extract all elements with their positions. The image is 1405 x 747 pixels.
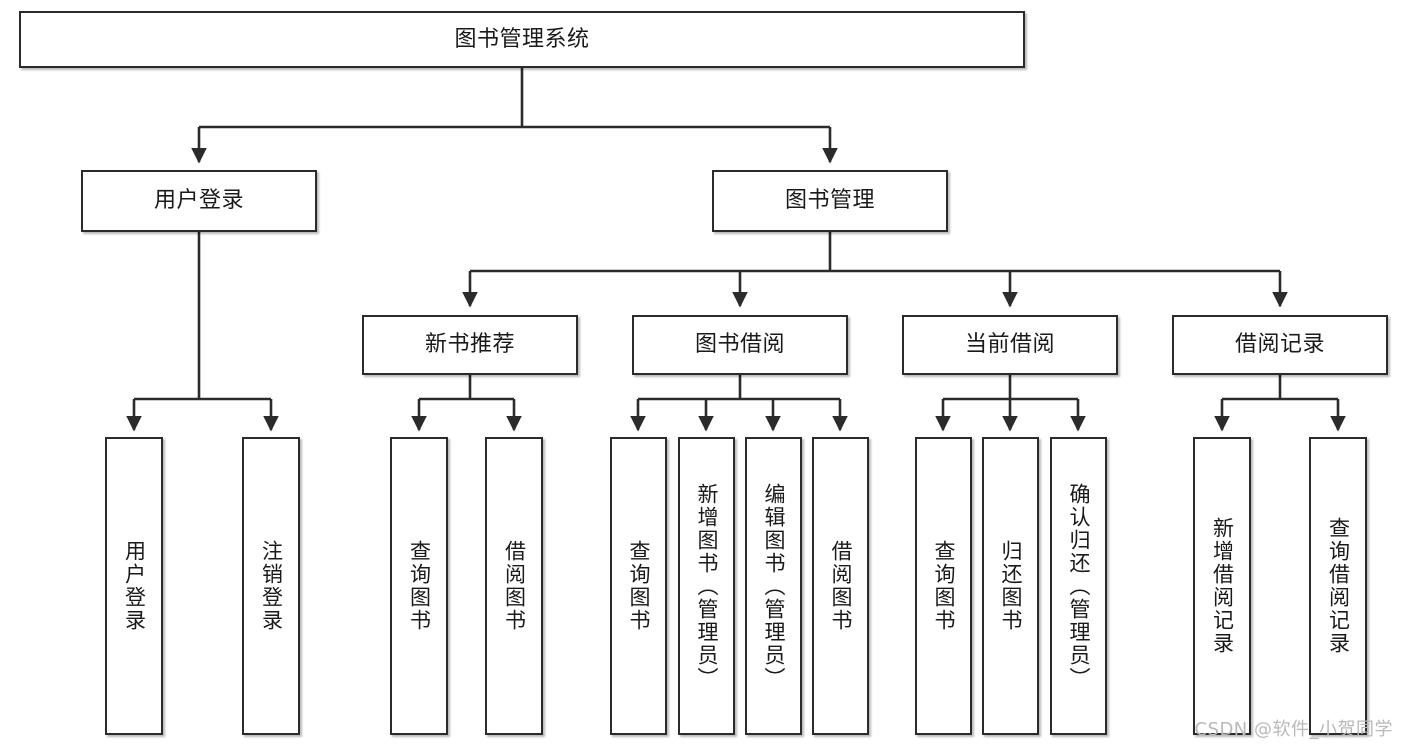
node-leaf-borrow-book-recommend[interactable]: 借阅图书 [485,437,543,735]
node-leaf-query-book-recommend[interactable]: 查询图书 [390,437,448,735]
node-leaf-query-borrow-record[interactable]: 查询借阅记录 [1309,437,1367,735]
watermark: CSDN @软件_小贺同学 [1194,719,1393,740]
node-leaf-edit-book[interactable]: 编辑图书（管理员） [745,437,802,735]
node-label: 借阅图书 [502,540,527,632]
node-label: 新增图书（管理员） [695,482,719,690]
node-label: 图书管理 [784,188,875,214]
node-label: 当前借阅 [964,332,1055,358]
node-label: 查询图书 [407,540,432,632]
node-root-book-management-system[interactable]: 图书管理系统 [19,11,1025,68]
node-leaf-return-book[interactable]: 归还图书 [982,437,1039,735]
node-leaf-add-borrow-record[interactable]: 新增借阅记录 [1193,437,1251,735]
node-label: 用户登录 [122,540,147,632]
node-leaf-add-book[interactable]: 新增图书（管理员） [678,437,735,735]
node-user-login[interactable]: 用户登录 [81,170,317,232]
node-leaf-borrow-book[interactable]: 借阅图书 [812,437,869,735]
node-label: 编辑图书（管理员） [762,482,786,690]
node-leaf-logout-login[interactable]: 注销登录 [242,437,300,735]
node-label: 图书借阅 [694,332,785,358]
node-leaf-query-book-current[interactable]: 查询图书 [915,437,972,735]
node-leaf-user-login[interactable]: 用户登录 [105,437,163,735]
node-new-book-recommend[interactable]: 新书推荐 [362,315,578,375]
node-label: 查询借阅记录 [1326,517,1351,655]
node-label: 查询图书 [932,540,956,632]
node-book-borrow[interactable]: 图书借阅 [632,315,848,375]
node-borrow-record[interactable]: 借阅记录 [1172,315,1388,375]
node-leaf-query-book-borrow[interactable]: 查询图书 [610,437,667,735]
node-leaf-confirm-return[interactable]: 确认归还（管理员） [1050,437,1107,735]
node-label: 借阅记录 [1234,332,1325,358]
node-label: 新书推荐 [424,332,515,358]
node-label: 归还图书 [999,540,1023,632]
node-label: 确认归还（管理员） [1067,482,1091,690]
node-label: 新增借阅记录 [1210,517,1235,655]
node-label: 图书管理系统 [454,26,590,52]
node-label: 注销登录 [259,540,284,632]
node-label: 用户登录 [153,188,244,214]
node-book-manage[interactable]: 图书管理 [712,170,948,232]
node-label: 借阅图书 [829,540,853,632]
node-current-borrow[interactable]: 当前借阅 [902,315,1118,375]
node-label: 查询图书 [627,540,651,632]
